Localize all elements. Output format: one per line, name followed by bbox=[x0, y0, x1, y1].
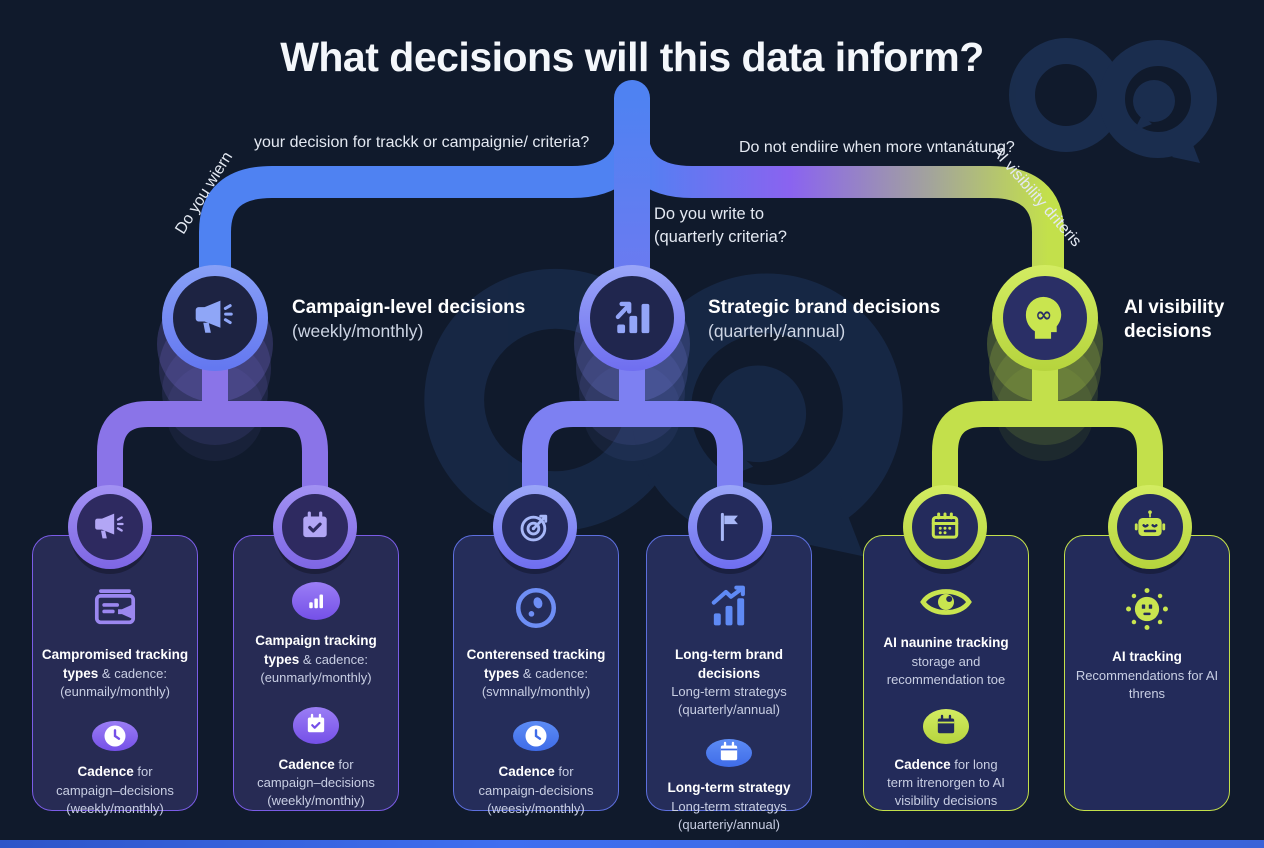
card-text-bold: Campaign tracking types bbox=[255, 632, 377, 667]
card-section-text: Campaign tracking types & cadence: (eunm… bbox=[242, 632, 390, 687]
card-section-text: Long-term brand decisions Long-term stra… bbox=[655, 646, 803, 719]
sub-node-6 bbox=[1108, 485, 1192, 569]
sun-face-icon bbox=[1120, 582, 1174, 636]
bar-chart-arrow-icon bbox=[615, 301, 650, 334]
connector-fork-left bbox=[97, 401, 328, 533]
card-section-text: Cadence for long term itrenorgen to AI v… bbox=[872, 756, 1020, 811]
card-text-bold: Cadence bbox=[894, 756, 951, 772]
card-text-sub: (svmnally/monthly) bbox=[481, 684, 591, 700]
megaphone-icon bbox=[95, 513, 124, 539]
card-longterm-brand: Long-term brand decisions Long-term stra… bbox=[646, 535, 812, 832]
card-text-rest: for bbox=[137, 764, 153, 780]
brand-logo-watermark bbox=[1009, 38, 1217, 163]
sub-node-5 bbox=[903, 485, 987, 569]
page-title: What decisions will this data inform? bbox=[280, 34, 984, 80]
edge-label-center-line1: Do you write to bbox=[654, 205, 765, 223]
calendar-check-icon bbox=[293, 707, 339, 744]
sub-node-1 bbox=[68, 485, 152, 569]
card-text-bold: Cadence bbox=[278, 756, 335, 772]
head-infinity-icon: ∞ bbox=[1025, 296, 1062, 339]
card-text-sub: storage and recommendation toe bbox=[886, 653, 1006, 687]
robot-icon bbox=[1134, 510, 1166, 536]
card-text-sub: campaign–decisions (weekly/monthiy) bbox=[257, 775, 375, 809]
card-text-rest: & cadence: bbox=[522, 665, 588, 681]
card-text-sub: campaign–decisions (weekly/monthly) bbox=[56, 782, 174, 816]
calendar-icon bbox=[706, 739, 752, 768]
branch-title-campaign: Campaign-level decisions (weekly/monthly… bbox=[292, 296, 525, 343]
main-node-ai: ∞ bbox=[992, 265, 1098, 371]
chart-growth-icon bbox=[703, 582, 755, 634]
edge-label-center: Do you write to (quarterly criteria? bbox=[654, 203, 874, 249]
card-section-text: AI naunine tracking storage and recommen… bbox=[872, 634, 1020, 689]
card-ai-routine-tracking: AI naunine tracking storage and recommen… bbox=[863, 535, 1029, 811]
branch-title-strategic: Strategic brand decisions (quarterly/ann… bbox=[708, 296, 940, 343]
sub-node-4 bbox=[688, 485, 772, 569]
card-text-sub: campaign-decisions (weesiy/monthly) bbox=[478, 782, 594, 816]
card-text-sub: term itrenorgen to AI visibility decisio… bbox=[887, 775, 1005, 809]
card-text-bold: AI tracking bbox=[1112, 649, 1182, 664]
clock-icon bbox=[92, 721, 138, 752]
card-section-text: Campromised tracking types & cadence: (e… bbox=[41, 646, 189, 701]
card-text-rest: for bbox=[338, 756, 354, 772]
branch-title-text: Campaign-level decisions bbox=[292, 297, 526, 318]
card-text-rest: & cadence: bbox=[302, 651, 368, 667]
main-node-strategic bbox=[579, 265, 685, 371]
card-text-bold: Conterensed tracking types bbox=[466, 647, 606, 681]
calendar-icon bbox=[923, 708, 969, 744]
calendar-icon bbox=[931, 512, 959, 539]
card-text-sub: Long-term strategys (quarterly/annual) bbox=[671, 684, 787, 718]
card-section-text: Conterensed tracking types & cadence: (s… bbox=[462, 646, 610, 701]
card-section-text: Cadence for campaign–decisions (weekly/m… bbox=[242, 756, 390, 811]
card-campaign-tracking-2: Campaign tracking types & cadence: (eunm… bbox=[233, 535, 399, 811]
connector-fork-right bbox=[932, 401, 1163, 533]
card-condensed-tracking: Conterensed tracking types & cadence: (s… bbox=[453, 535, 619, 816]
branch-title-text: Strategic brand decisions bbox=[708, 297, 941, 318]
edge-label-right: Do not endiire when more vntanátung? bbox=[739, 139, 1015, 156]
card-campaign-tracking-1: Campromised tracking types & cadence: (e… bbox=[32, 535, 198, 816]
branch-title-ai: AI visibility decisions bbox=[1124, 296, 1224, 343]
edge-label-left: your decision for trackk or campaignie/ … bbox=[254, 134, 590, 151]
clock-icon bbox=[513, 721, 559, 752]
megaphone-icon bbox=[195, 300, 233, 333]
card-ai-tracking: AI tracking Recommendations for AI thren… bbox=[1064, 535, 1230, 811]
card-text-rest: for bbox=[558, 764, 574, 780]
card-section-text: Cadence for campaign-decisions (weesiy/m… bbox=[462, 763, 610, 818]
card-section-text: Cadence for campaign–decisions (weekly/m… bbox=[41, 763, 189, 818]
branch-title-text: AI visibility bbox=[1124, 297, 1225, 318]
alert-circle-icon bbox=[510, 582, 562, 634]
card-text-bold: Cadence bbox=[498, 764, 555, 780]
card-section-text: Long-term strategy Long-term strategys (… bbox=[655, 779, 803, 834]
branch-subtitle-text: decisions bbox=[1124, 321, 1212, 342]
card-text-bold: Campromised tracking types bbox=[41, 647, 189, 681]
card-text-bold: Long-term strategy bbox=[667, 780, 791, 796]
card-text-bold: Cadence bbox=[77, 764, 134, 780]
bar-chart-icon bbox=[292, 582, 340, 620]
sub-node-3 bbox=[493, 485, 577, 569]
card-section-text: AI tracking Recommendations for AI thren… bbox=[1073, 648, 1221, 703]
flag-icon bbox=[720, 512, 738, 542]
document-megaphone-icon bbox=[89, 582, 141, 634]
card-text-rest: for long bbox=[954, 756, 998, 772]
svg-text:∞: ∞ bbox=[1035, 303, 1052, 327]
branch-subtitle-text: (weekly/monthly) bbox=[292, 321, 424, 341]
edge-label-center-line2: (quarterly criteria? bbox=[654, 228, 787, 246]
card-text-bold: Long-term brand decisions bbox=[675, 647, 783, 681]
sub-node-2 bbox=[273, 485, 357, 569]
calendar-check-icon bbox=[303, 511, 327, 538]
target-icon bbox=[520, 514, 548, 542]
card-text-rest: & cadence: bbox=[101, 665, 167, 681]
card-text-sub: (eunmarly/monthly) bbox=[260, 670, 372, 686]
connector-fork-center bbox=[522, 401, 743, 533]
card-text-bold: AI naunine tracking bbox=[883, 635, 1009, 650]
card-text-sub: Long-term strategys (quarteriy/annual) bbox=[671, 798, 787, 832]
card-text-sub: Recommendations for AI threns bbox=[1075, 667, 1219, 701]
bottom-accent-bar bbox=[0, 840, 1264, 848]
main-node-campaign bbox=[162, 265, 268, 371]
branch-subtitle-text: (quarterly/annual) bbox=[708, 321, 846, 341]
eye-icon bbox=[918, 582, 974, 622]
card-text-sub: (eunmaily/monthly) bbox=[60, 684, 170, 700]
